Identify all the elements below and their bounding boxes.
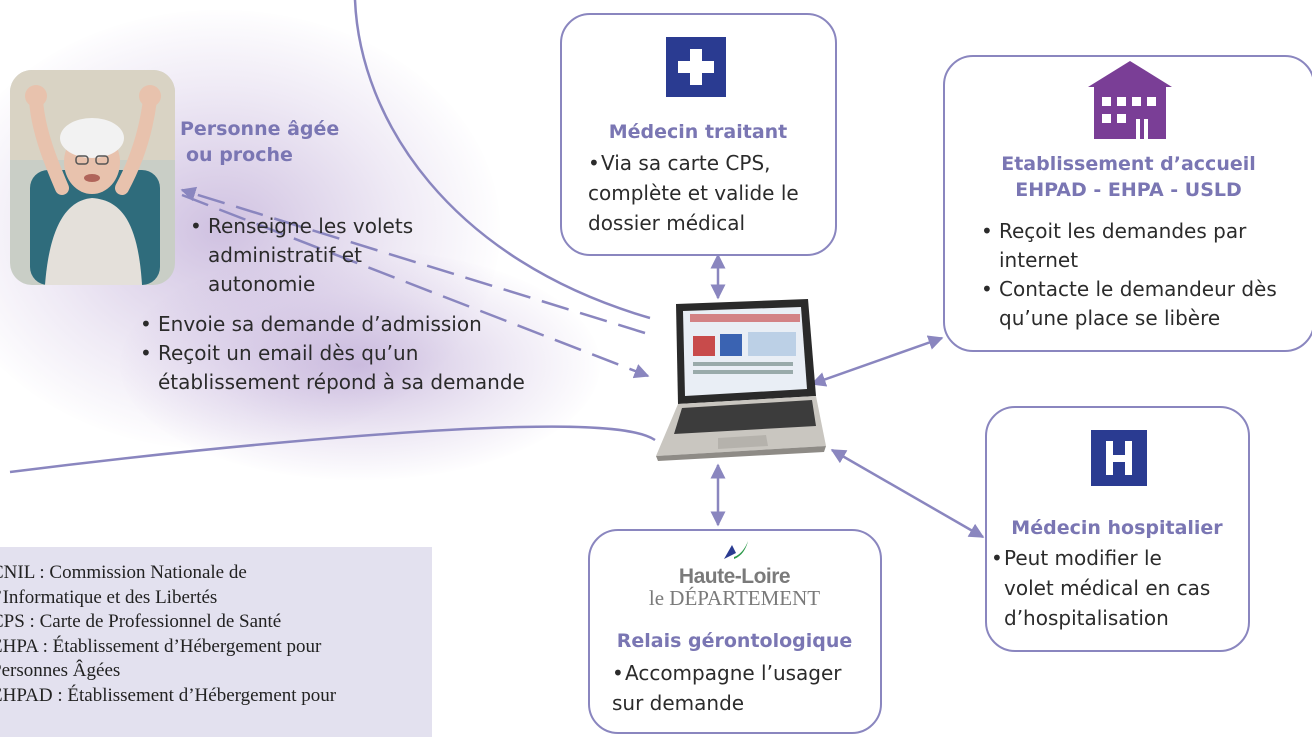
list-item: Renseigne les volets administratif et au…: [190, 212, 430, 299]
medecin-traitant-text: •Via sa carte CPS, complète et valide le…: [588, 148, 799, 238]
person-title: Personne âgée ou proche: [180, 116, 339, 168]
list-item: Reçoit les demandes par internet: [981, 217, 1281, 275]
legend-line: l’Informatique et des Libertés: [0, 586, 218, 608]
sweeping-curve-bottom: [9, 425, 656, 474]
medecin-traitant-line: complète et valide le: [588, 181, 799, 205]
person-actions: Envoie sa demande d’admission Reçoit un …: [140, 310, 560, 397]
sweeping-curve-top: [353, 0, 651, 320]
medecin-traitant-line: Via sa carte CPS,: [601, 151, 771, 175]
laptop-image: [648, 296, 828, 461]
haute-loire-logo-line1: Haute-Loire: [678, 565, 791, 588]
haute-loire-mark-icon: [723, 541, 748, 559]
etablissement-title: Etablissement d’accueil EHPAD - EHPA - U…: [945, 151, 1312, 203]
medecin-hospitalier-title: Médecin hospitalier: [1011, 517, 1223, 539]
building-icon: [1088, 61, 1172, 143]
relais-line: sur demande: [612, 691, 745, 715]
list-item: Reçoit un email dès qu’un établissement …: [140, 339, 560, 397]
medecin-hospitalier-card: Médecin hospitalier •Peut modifier le vo…: [985, 406, 1250, 652]
medecin-hospitalier-line: d’hospitalisation: [1004, 606, 1169, 630]
medecin-hospitalier-line: Peut modifier le: [1004, 546, 1162, 570]
arrow-etablissement: [810, 335, 944, 387]
etablissement-title-line1: Etablissement d’accueil: [1001, 153, 1256, 175]
relais-title: Relais gérontologique: [616, 630, 853, 652]
legend-line: CNIL : Commission Nationale de: [0, 562, 247, 583]
medecin-hospitalier-line: volet médical en cas: [1004, 576, 1211, 600]
list-item: Contacte le demandeur dès qu’une place s…: [981, 275, 1281, 333]
haute-loire-logo-line2: le DÉPARTEMENT: [648, 586, 821, 610]
elderly-person-photo: [10, 70, 175, 285]
person-actions: Renseigne les volets administratif et au…: [190, 212, 430, 299]
etablissement-actions: Reçoit les demandes par internet Contact…: [981, 217, 1281, 333]
hospital-h-icon: [1091, 430, 1147, 486]
person-title-line2: ou proche: [186, 144, 293, 166]
medecin-traitant-card: Médecin traitant •Via sa carte CPS, comp…: [560, 13, 837, 256]
etablissement-title-line2: EHPAD - EHPA - USLD: [1015, 179, 1242, 201]
relais-card: Haute-Loire le DÉPARTEMENT Relais géront…: [588, 529, 882, 734]
legend-line: Personnes Âgées: [0, 660, 121, 681]
relais-line: Accompagne l’usager: [625, 661, 842, 685]
haute-loire-logo: Haute-Loire le DÉPARTEMENT: [590, 539, 879, 610]
arrow-hospitalier: [830, 448, 985, 539]
legend-line: EHPAD : Établissement d’Hébergement pour: [0, 684, 337, 706]
list-item: Envoie sa demande d’admission: [140, 310, 560, 339]
medecin-hospitalier-text: •Peut modifier le volet médical en cas d…: [991, 543, 1210, 633]
legend-line: EHPA : Établissement d’Hébergement pour: [0, 635, 322, 657]
person-title-line1: Personne âgée: [180, 118, 340, 140]
relais-text: •Accompagne l’usager sur demande: [612, 658, 842, 718]
medecin-traitant-line: dossier médical: [588, 211, 746, 235]
legend-line: CPS : Carte de Professionnel de Santé: [0, 611, 282, 632]
medecin-traitant-title: Médecin traitant: [608, 121, 788, 143]
etablissement-card: Etablissement d’accueil EHPAD - EHPA - U…: [943, 55, 1312, 352]
medical-cross-icon: [666, 37, 726, 97]
abbreviation-legend: CNIL : Commission Nationale de l’Informa…: [0, 547, 432, 737]
